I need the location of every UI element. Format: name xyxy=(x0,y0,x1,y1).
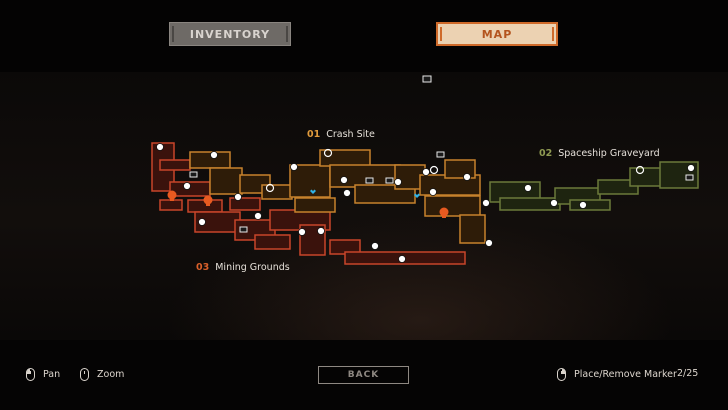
heart-icon[interactable] xyxy=(310,189,316,195)
marker-label: Place/Remove Marker xyxy=(574,369,677,380)
region-label-crash-site: 01 Crash Site xyxy=(307,129,375,140)
portal-icon[interactable] xyxy=(265,183,275,193)
region-label-mining-grounds: 03 Mining Grounds xyxy=(196,262,290,273)
sword-shield-icon[interactable] xyxy=(371,242,379,250)
bottom-bar xyxy=(0,340,728,410)
sword-shield-icon[interactable] xyxy=(340,176,348,184)
heart-icon[interactable] xyxy=(414,193,420,199)
region-number: 02 xyxy=(539,148,553,159)
sword-shield-icon[interactable] xyxy=(254,212,262,220)
tab-decoration xyxy=(440,27,446,41)
mouse-right-icon xyxy=(557,368,566,381)
tab-decoration xyxy=(172,26,178,42)
map-region-mining-grounds xyxy=(151,142,466,265)
sword-shield-icon[interactable] xyxy=(485,239,493,247)
sword-shield-icon[interactable] xyxy=(550,199,558,207)
control-hint-marker: Place/Remove Marker xyxy=(557,368,677,381)
tab-inventory[interactable]: INVENTORY xyxy=(169,22,291,46)
tab-map-label: MAP xyxy=(481,27,513,41)
region-name: Crash Site xyxy=(326,129,375,140)
portal-icon[interactable] xyxy=(635,165,645,175)
marker-count-value: 2/25 xyxy=(677,368,699,379)
tab-map[interactable]: MAP xyxy=(436,22,558,46)
control-hint-zoom: Zoom xyxy=(80,368,124,381)
zoom-label: Zoom xyxy=(97,369,125,380)
mouse-left-icon xyxy=(26,368,35,381)
pan-label: Pan xyxy=(43,369,61,380)
control-hint-pan: Pan xyxy=(26,368,60,381)
back-button[interactable]: BACK xyxy=(318,366,409,384)
sword-shield-icon[interactable] xyxy=(343,189,351,197)
tab-decoration xyxy=(548,27,554,41)
chest-icon[interactable] xyxy=(422,75,432,83)
skull-icon[interactable] xyxy=(203,195,213,207)
marker-count: 2/25 xyxy=(677,368,698,379)
portal-icon[interactable] xyxy=(429,165,439,175)
sword-shield-icon[interactable] xyxy=(429,188,437,196)
region-number: 03 xyxy=(196,262,210,273)
sword-shield-icon[interactable] xyxy=(298,228,306,236)
chest-icon[interactable] xyxy=(385,177,394,184)
chest-icon[interactable] xyxy=(436,151,445,158)
top-bar xyxy=(0,0,728,72)
sword-shield-icon[interactable] xyxy=(579,201,587,209)
sword-shield-icon[interactable] xyxy=(398,255,406,263)
sword-shield-icon[interactable] xyxy=(198,218,206,226)
sword-shield-icon[interactable] xyxy=(394,178,402,186)
region-label-spaceship-graveyard: 02 Spaceship Graveyard xyxy=(539,148,660,159)
sword-shield-icon[interactable] xyxy=(234,193,242,201)
sword-shield-icon[interactable] xyxy=(463,173,471,181)
sword-shield-icon[interactable] xyxy=(687,164,695,172)
sword-shield-icon[interactable] xyxy=(210,151,218,159)
sword-shield-icon[interactable] xyxy=(317,227,325,235)
region-name: Spaceship Graveyard xyxy=(558,148,660,159)
skull-icon[interactable] xyxy=(439,207,449,219)
sword-shield-icon[interactable] xyxy=(524,184,532,192)
sword-shield-icon[interactable] xyxy=(183,182,191,190)
mouse-wheel-icon xyxy=(80,368,89,381)
chest-icon[interactable] xyxy=(685,174,694,181)
sword-shield-icon[interactable] xyxy=(422,168,430,176)
map-region-spaceship-graveyard xyxy=(489,161,699,211)
chest-icon[interactable] xyxy=(365,177,374,184)
sword-shield-icon[interactable] xyxy=(290,163,298,171)
region-name: Mining Grounds xyxy=(215,262,290,273)
region-number: 01 xyxy=(307,129,321,140)
sword-shield-icon[interactable] xyxy=(482,199,490,207)
sword-shield-icon[interactable] xyxy=(156,143,164,151)
chest-icon[interactable] xyxy=(239,226,248,233)
portal-icon[interactable] xyxy=(323,148,333,158)
tab-decoration xyxy=(282,26,288,42)
tab-inventory-label: INVENTORY xyxy=(189,27,271,41)
chest-icon[interactable] xyxy=(189,171,198,178)
skull-icon[interactable] xyxy=(167,190,177,202)
